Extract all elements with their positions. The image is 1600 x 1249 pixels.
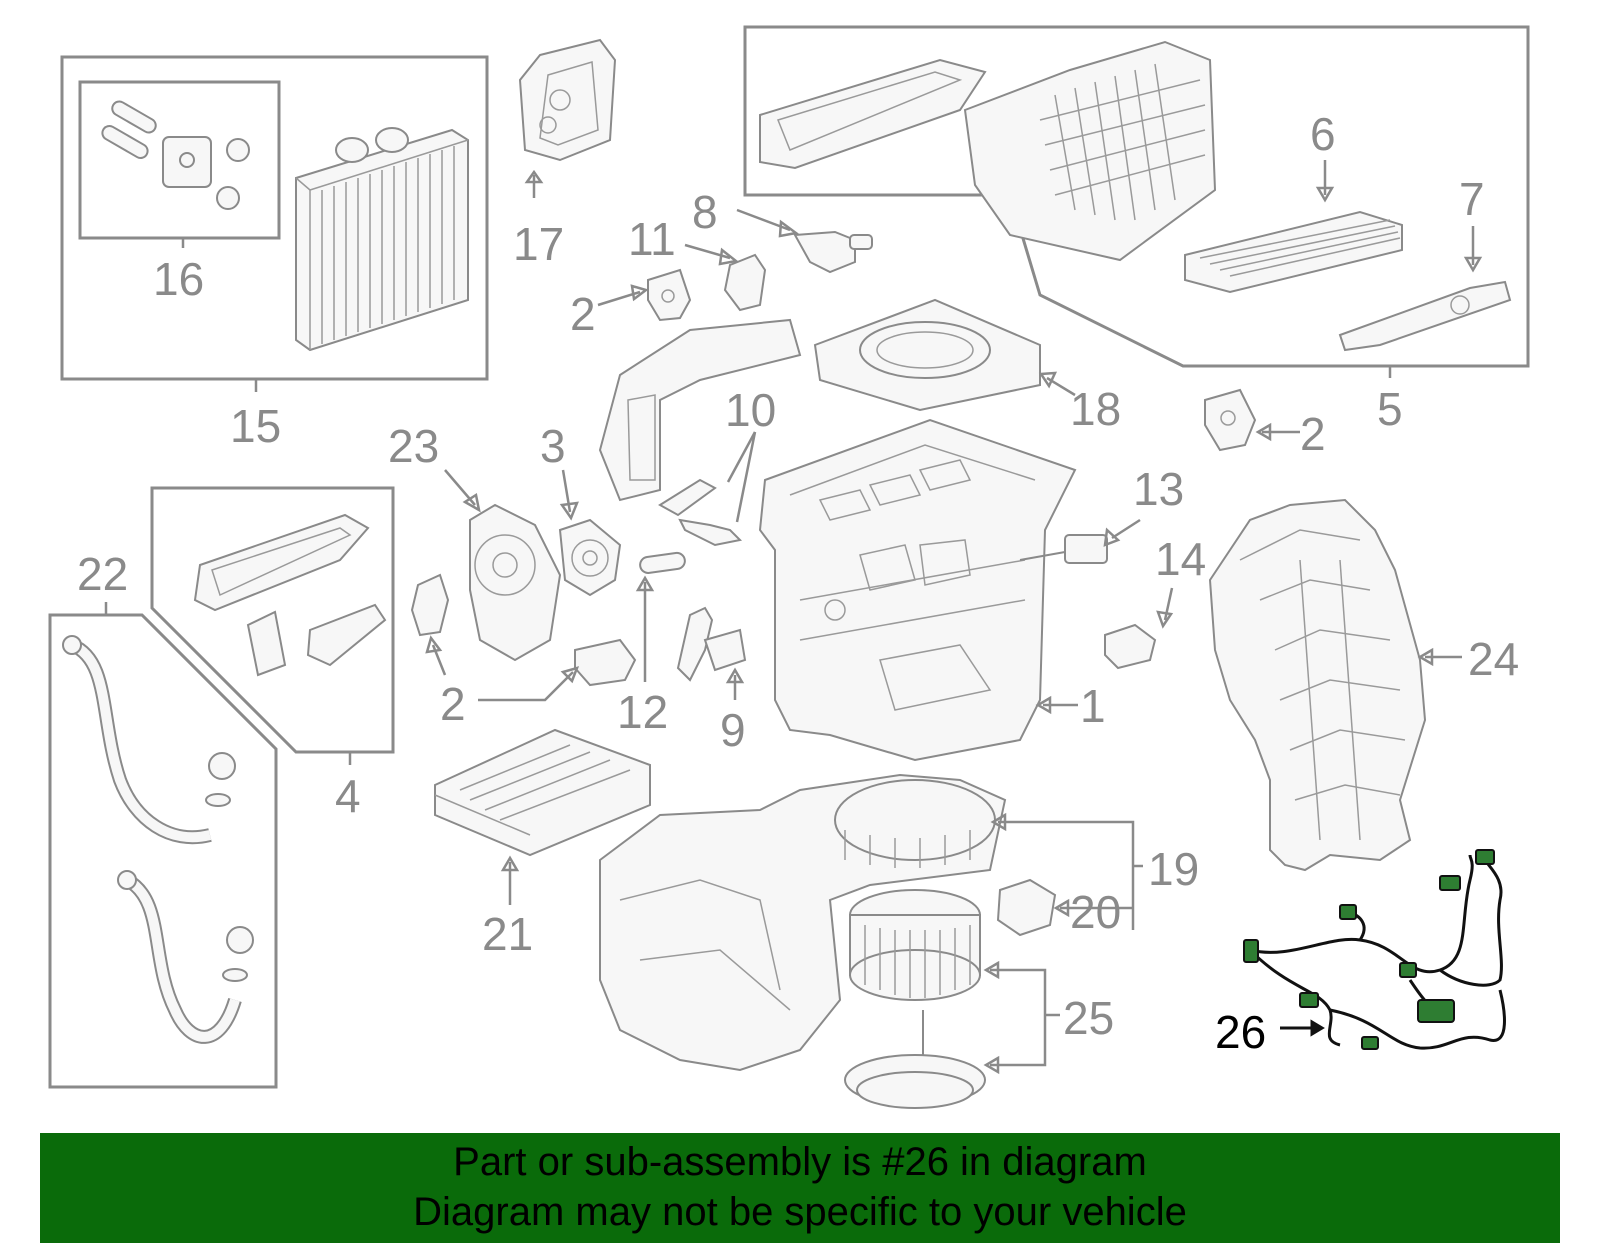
harness-connector [1243,939,1259,963]
part-15-evaporator[interactable] [295,127,469,352]
part-18-upper-case[interactable] [598,298,1041,502]
group-box-16 [78,80,281,240]
harness-connector [1299,992,1319,1008]
callout-2: 2 [1300,408,1326,460]
group-box-15 [60,55,489,381]
callout-13: 13 [1133,463,1184,515]
callout-5: 5 [1377,383,1403,435]
part-20-resistor[interactable] [996,878,1057,937]
harness-connector [1439,875,1461,891]
harness-connector [1475,849,1495,865]
callout-2: 2 [440,678,466,730]
part-22-refrigerant-lines[interactable] [62,635,254,1044]
callout-21: 21 [482,908,533,960]
part-8-sensor[interactable] [793,230,873,274]
callout-23: 23 [388,420,439,472]
callout-15: 15 [230,400,281,452]
harness-connector [1399,962,1417,978]
callout-20: 20 [1070,886,1121,938]
part-9-arm[interactable] [676,606,747,682]
callout-16: 16 [153,253,204,305]
callout-26: 26 [1215,1006,1266,1058]
part-7-filter-door[interactable] [1338,280,1512,352]
callout-12: 12 [617,686,668,738]
banner-line-2: Diagram may not be specific to your vehi… [413,1190,1187,1234]
callout-25: 25 [1063,992,1114,1044]
part-17-seal[interactable] [518,38,617,162]
callout-9: 9 [720,704,746,756]
callout-2: 2 [570,288,596,340]
part-2-actuator-a[interactable] [647,268,692,322]
group-box-4 [150,486,395,754]
part-2-actuator-b[interactable] [1204,388,1257,452]
part-4-seal-kit[interactable] [193,513,387,677]
callout-1: 1 [1080,680,1106,732]
harness-connector [1417,999,1455,1023]
callout-17: 17 [513,218,564,270]
part-6-cabin-filter[interactable] [1184,210,1403,294]
part-21-heater-core[interactable] [434,728,651,857]
part-24-duct-assembly[interactable] [1208,498,1427,872]
part-11-bracket[interactable] [723,253,767,312]
harness-connector [1339,904,1357,920]
callout-7: 7 [1459,173,1485,225]
harness-connector [1361,1036,1379,1050]
part-1-hvac-case[interactable] [758,418,1077,762]
part-16-valve-kit[interactable] [100,99,250,210]
part-14-resistor[interactable] [1104,623,1157,670]
part-23-mode-motor[interactable] [469,503,562,662]
part-13-sensor[interactable] [1019,534,1108,564]
callout-10: 10 [725,384,776,436]
group-box-5 [743,25,1530,368]
callout-11: 11 [628,213,676,265]
part-blower-housing-upper[interactable] [759,40,1217,262]
part-10-linkage[interactable] [658,478,743,547]
part-12-sensor[interactable] [639,551,686,574]
callout-18: 18 [1070,383,1121,435]
part-2-actuator-d[interactable] [410,573,450,637]
callout-6: 6 [1310,108,1336,160]
callout-4: 4 [335,770,361,822]
part-3-actuator-gear[interactable] [558,518,622,597]
part-25-blower-motor[interactable] [844,889,986,1109]
callout-8: 8 [692,186,718,238]
group-box-22 [48,613,278,1089]
callout-22: 22 [77,548,128,600]
callout-24: 24 [1468,633,1519,685]
callout-14: 14 [1155,533,1206,585]
part-26-wiring-harness[interactable] [1243,849,1506,1050]
part-2-actuator-c[interactable] [574,638,637,687]
notice-banner: Part or sub-assembly is #26 in diagram D… [40,1133,1560,1243]
banner-line-1: Part or sub-assembly is #26 in diagram [453,1140,1147,1184]
callout-19: 19 [1148,843,1199,895]
part-19-lower-case[interactable] [599,773,1007,1072]
callout-3: 3 [540,420,566,472]
